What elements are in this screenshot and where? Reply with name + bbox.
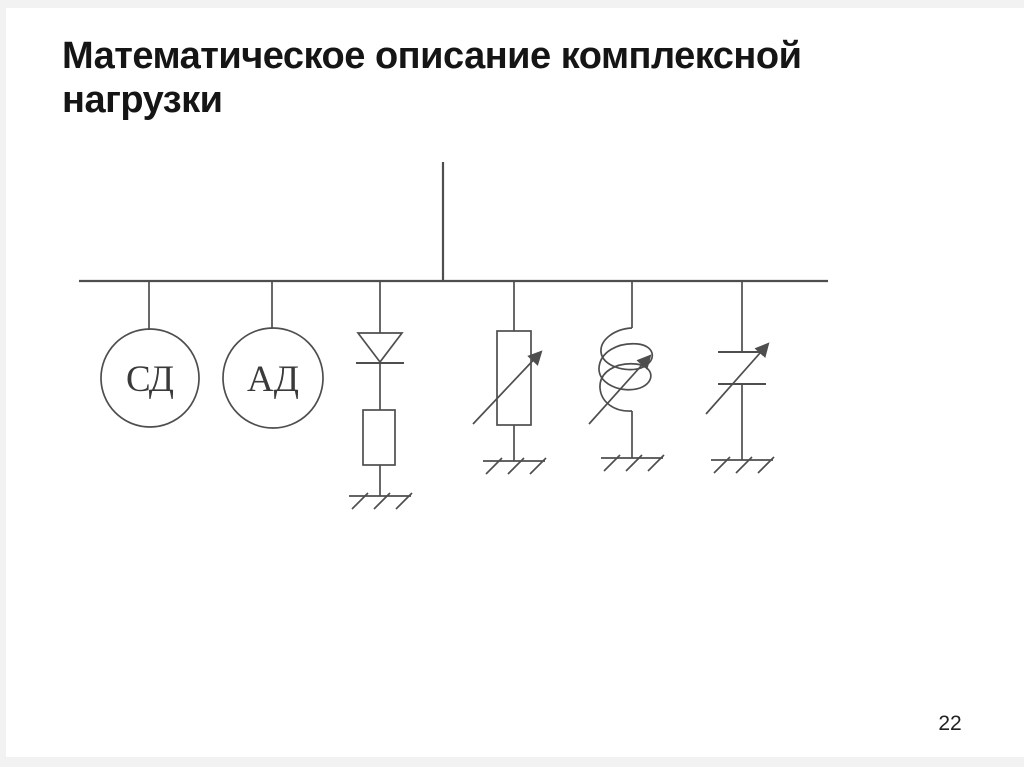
asynchronous-motor: АД (222, 281, 324, 429)
ground-icon (601, 454, 665, 472)
frame-edge-top (0, 0, 1024, 8)
motor-circle-icon (100, 328, 200, 428)
ground-icon (349, 492, 413, 510)
ground-icon (711, 456, 775, 474)
resistor-icon (362, 409, 396, 466)
ground-icon (483, 457, 547, 475)
variability-arrow-icon (705, 342, 770, 415)
variable-resistor (472, 281, 547, 475)
page-title: Математическое описание комплексной нагр… (62, 35, 802, 121)
resistor-icon (496, 330, 532, 426)
synchronous-motor-label: СД (126, 359, 174, 400)
page-number: 22 (938, 712, 962, 735)
motor-circle-icon (222, 327, 324, 429)
rectifier-diode-with-resistor (349, 281, 413, 510)
variable-inductor (588, 281, 665, 472)
variable-capacitor (705, 281, 775, 474)
variability-arrow-icon (588, 354, 652, 425)
variability-arrow-icon (472, 350, 543, 425)
frame-edge-left (0, 0, 6, 767)
frame-edge-bottom (0, 757, 1024, 767)
asynchronous-motor-label: АД (247, 359, 299, 400)
coil-icon (598, 327, 654, 412)
synchronous-motor: СД (100, 281, 200, 428)
diode-icon (356, 332, 404, 364)
